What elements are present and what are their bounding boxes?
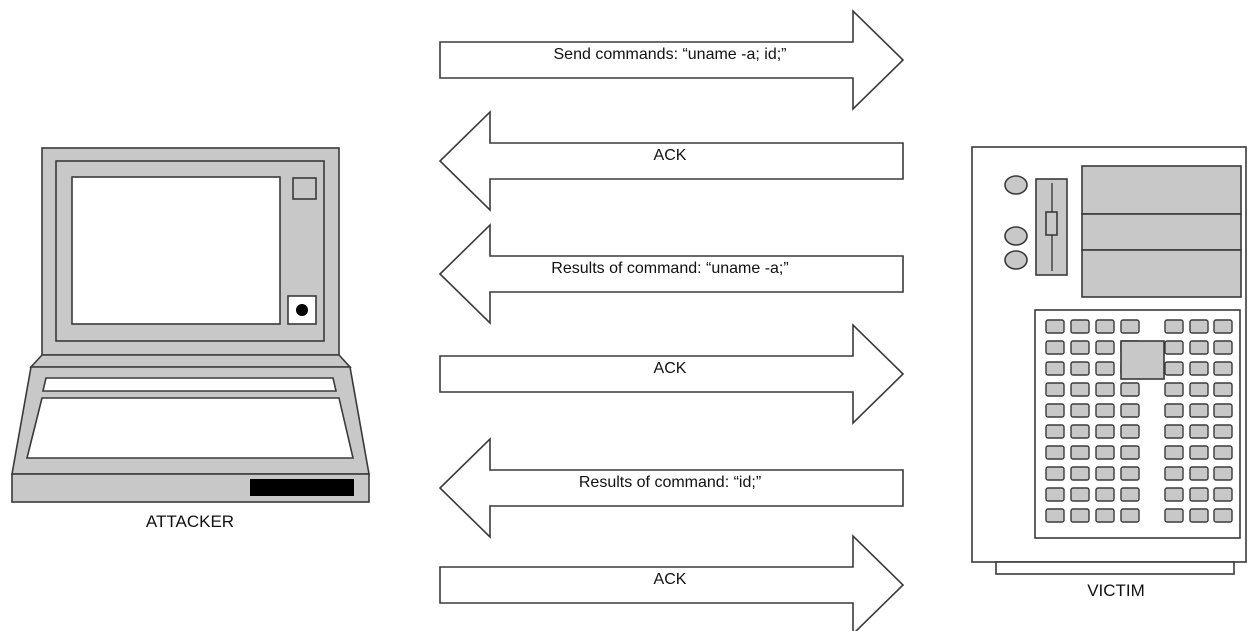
vent-slot bbox=[1095, 487, 1115, 502]
vent-slot bbox=[1095, 340, 1115, 355]
vent-slot bbox=[1120, 445, 1140, 460]
attacker-label: ATTACKER bbox=[146, 512, 234, 531]
vent-slot bbox=[1045, 361, 1065, 376]
vent-slot bbox=[1164, 403, 1184, 418]
vent-slot bbox=[1095, 319, 1115, 334]
message-arrow bbox=[439, 534, 905, 631]
vent-slot bbox=[1164, 487, 1184, 502]
vent-slot bbox=[1189, 445, 1209, 460]
vent-slot bbox=[1095, 466, 1115, 481]
vent-slot bbox=[1070, 445, 1090, 460]
vent-slot bbox=[1120, 319, 1140, 334]
vent-slot bbox=[1164, 319, 1184, 334]
vent-slot bbox=[1120, 424, 1140, 439]
vent-slot bbox=[1070, 466, 1090, 481]
vent-slot bbox=[1164, 424, 1184, 439]
message-label: ACK bbox=[654, 360, 687, 377]
vent-slot bbox=[1164, 382, 1184, 397]
vent-slot bbox=[1189, 319, 1209, 334]
vent-slot bbox=[1164, 466, 1184, 481]
vent-slot bbox=[1213, 319, 1233, 334]
message-arrow bbox=[439, 323, 905, 425]
message-label: ACK bbox=[654, 571, 687, 588]
vent-slot bbox=[1164, 361, 1184, 376]
vent-slot bbox=[1164, 445, 1184, 460]
vent-slot bbox=[1189, 382, 1209, 397]
vent-slot bbox=[1070, 403, 1090, 418]
vent-slot bbox=[1120, 466, 1140, 481]
vent-slot bbox=[1095, 508, 1115, 523]
vent-slot bbox=[1164, 340, 1184, 355]
vent-slot bbox=[1095, 424, 1115, 439]
vent-slot bbox=[1070, 487, 1090, 502]
vent-slot bbox=[1120, 487, 1140, 502]
vent-slot bbox=[1213, 340, 1233, 355]
vent-slot bbox=[1120, 382, 1140, 397]
message-arrow bbox=[438, 110, 904, 212]
vent-slot bbox=[1045, 340, 1065, 355]
vent-slot bbox=[1095, 403, 1115, 418]
vent-slot bbox=[1045, 403, 1065, 418]
vent-slot bbox=[1045, 382, 1065, 397]
vent-slot bbox=[1189, 340, 1209, 355]
message-arrow bbox=[438, 223, 904, 325]
message-arrow bbox=[438, 437, 904, 539]
message-label: Results of command: “uname -a;” bbox=[551, 260, 788, 277]
vent-slot bbox=[1213, 487, 1233, 502]
vent-grid bbox=[1045, 319, 1233, 523]
vent-slot bbox=[1045, 319, 1065, 334]
vent-slot bbox=[1189, 466, 1209, 481]
vent-slot bbox=[1213, 424, 1233, 439]
vent-slot bbox=[1045, 466, 1065, 481]
vent-slot bbox=[1189, 487, 1209, 502]
vent-slot bbox=[1213, 508, 1233, 523]
vent-slot bbox=[1045, 508, 1065, 523]
vent-slot bbox=[1189, 508, 1209, 523]
message-label: ACK bbox=[654, 147, 687, 164]
message-arrows bbox=[438, 9, 905, 631]
message-label: Results of command: “id;” bbox=[579, 474, 761, 491]
vent-slot bbox=[1213, 361, 1233, 376]
vent-slot bbox=[1070, 361, 1090, 376]
vent-slot bbox=[1070, 319, 1090, 334]
vent-slot bbox=[1070, 382, 1090, 397]
vent-slot bbox=[1164, 508, 1184, 523]
message-label: Send commands: “uname -a; id;” bbox=[554, 46, 787, 63]
victim-label: VICTIM bbox=[1087, 581, 1145, 600]
vent-slot bbox=[1213, 466, 1233, 481]
vent-slot bbox=[1095, 382, 1115, 397]
vent-slot bbox=[1213, 445, 1233, 460]
message-arrow bbox=[439, 9, 905, 111]
vent-slot bbox=[1095, 361, 1115, 376]
server-tower-icon bbox=[971, 146, 1247, 575]
vent-slot bbox=[1120, 403, 1140, 418]
vent-slot bbox=[1120, 508, 1140, 523]
vent-slot bbox=[1070, 340, 1090, 355]
vent-slot bbox=[1189, 361, 1209, 376]
vent-slot bbox=[1213, 403, 1233, 418]
vent-slot bbox=[1045, 487, 1065, 502]
vent-slot bbox=[1045, 424, 1065, 439]
vent-slot bbox=[1213, 382, 1233, 397]
vent-slot bbox=[1189, 403, 1209, 418]
laptop-icon bbox=[11, 147, 370, 503]
vent-slot bbox=[1045, 445, 1065, 460]
vent-slot bbox=[1095, 445, 1115, 460]
vent-slot bbox=[1070, 424, 1090, 439]
vent-slot bbox=[1189, 424, 1209, 439]
vent-slot bbox=[1070, 508, 1090, 523]
